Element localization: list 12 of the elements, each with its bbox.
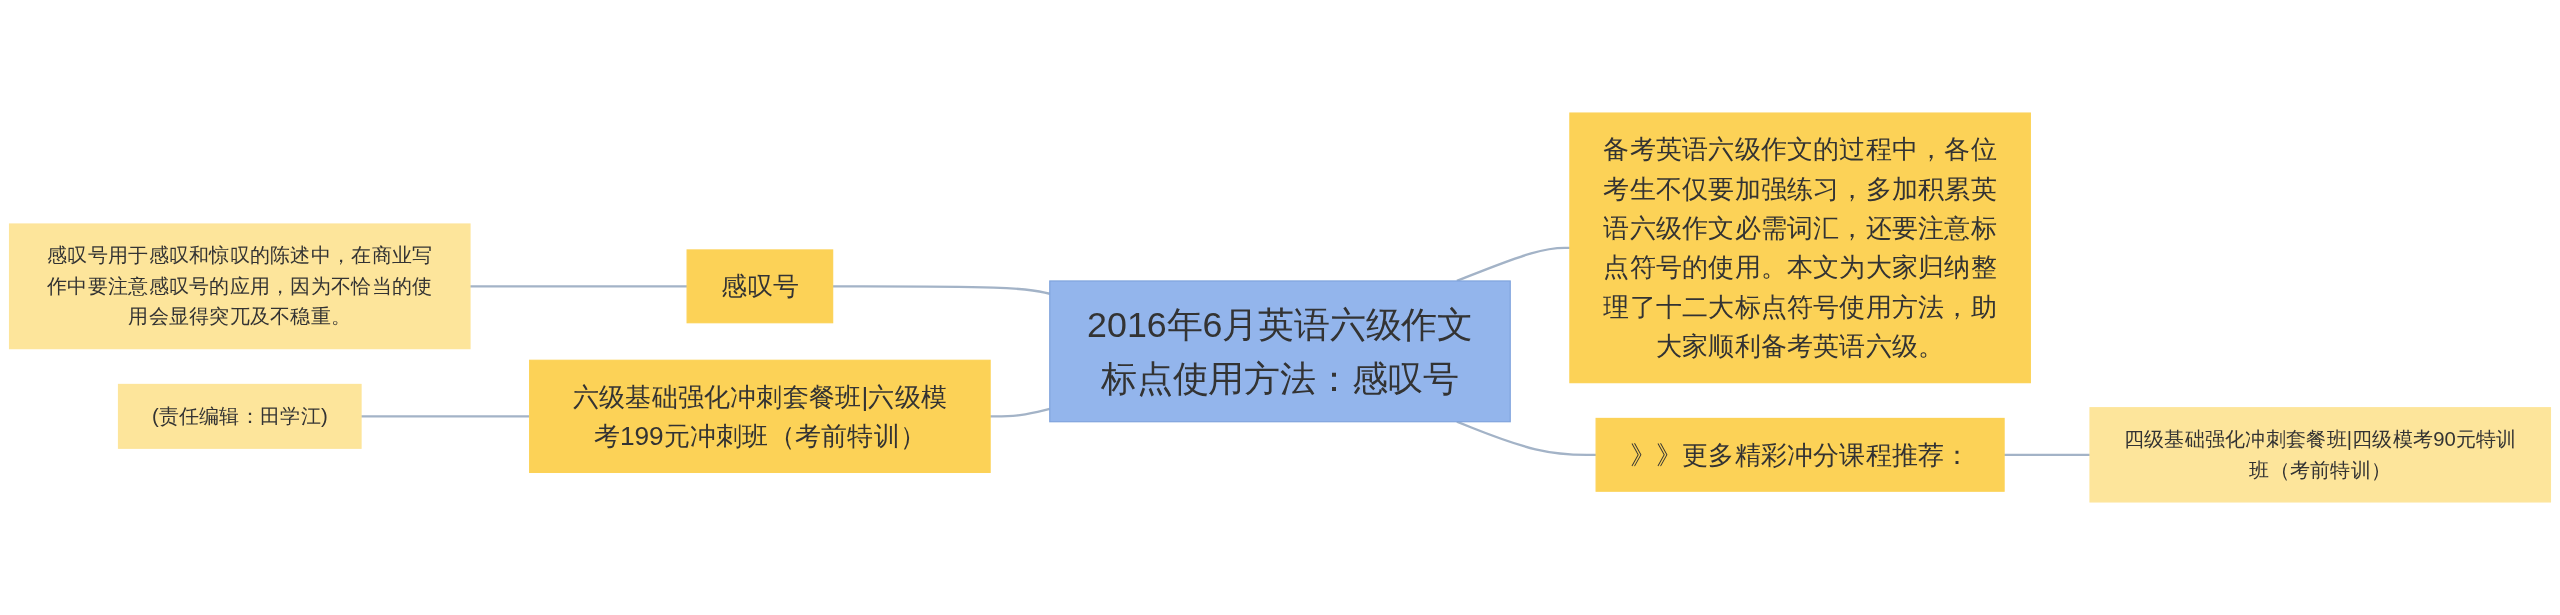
node-box: 感叹号	[686, 249, 834, 324]
connector	[470, 285, 688, 288]
node-box: 感叹号用于感叹和惊叹的陈述中，在商业写作中要注意感叹号的应用，因为不恰当的使用会显得突兀及不稳重。	[8, 223, 471, 350]
connector	[2004, 453, 2090, 457]
node-box: (责任编辑：田学江)	[117, 383, 362, 449]
node-box: 》》更多精彩冲分课程推荐：	[1595, 417, 2005, 492]
node-box: 备考英语六级作文的过程中，各位考生不仅要加强练习，多加积累英语六级作文必需词汇，还要注意标点符号的使用。本文为大家归纳整理了十二大标点符号使用方法，助大家顺利备考英语六级。	[1569, 112, 2031, 384]
node-box: 六级基础强化冲刺套餐班|六级模考199元冲刺班（考前特训）	[529, 359, 991, 473]
connector	[1456, 420, 1597, 457]
node-box: 2016年6月英语六级作文标点使用方法：感叹号	[1049, 280, 1511, 423]
node-box: 四级基础强化冲刺套餐班|四级模考90元特训班（考前特训）	[2089, 407, 2552, 503]
connector	[361, 415, 530, 418]
